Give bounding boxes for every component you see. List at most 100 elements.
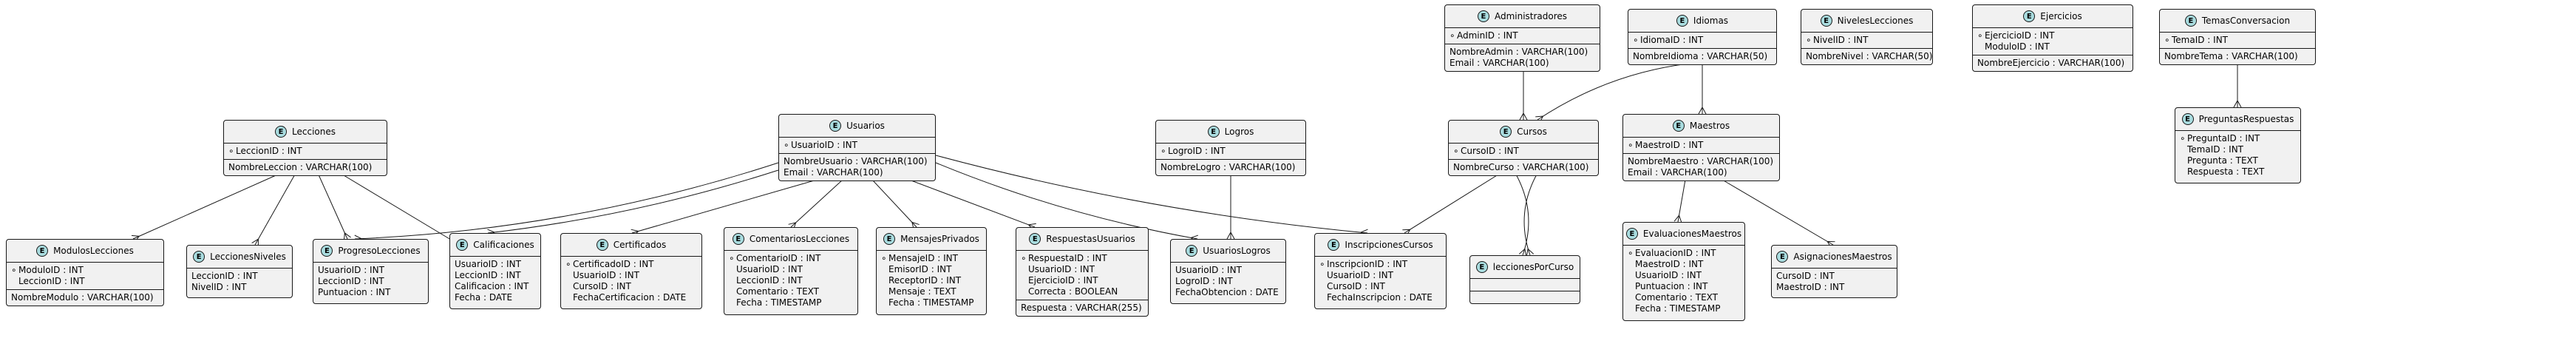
entity-key-attribute: LeccionID : INT bbox=[11, 276, 159, 287]
entity-icon: E bbox=[1625, 228, 1638, 240]
attribute-text: ModuloID : INT bbox=[1985, 41, 2050, 52]
entity-attribute-section: NombreEjercicio : VARCHAR(100) bbox=[1973, 55, 2132, 71]
entity-key-section: ∘IdiomaID : INT bbox=[1628, 33, 1776, 48]
entity-attribute: UsuarioID : INT bbox=[318, 265, 384, 275]
attribute-text: InscripcionID : INT bbox=[1327, 259, 1408, 269]
entity-key-attribute: ∘UsuarioID : INT bbox=[784, 140, 931, 151]
relation-usuarios-progresolecciones bbox=[354, 162, 779, 240]
attribute-text: Fecha : TIMESTAMP bbox=[736, 297, 822, 308]
entity-attribute-section: NombreTema : VARCHAR(100) bbox=[2160, 48, 2315, 64]
entity-key-attribute: UsuarioID : INT bbox=[565, 270, 697, 281]
attribute-text: CursoID : INT bbox=[1461, 146, 1519, 156]
entity-key-attribute: FechaCertificacion : DATE bbox=[565, 292, 697, 303]
key-marker-icon: ∘ bbox=[1977, 30, 1983, 41]
key-marker-icon: ∘ bbox=[565, 259, 571, 269]
entity-key-section: ∘MaestroID : INT bbox=[1623, 138, 1779, 153]
entity-title: NivelesLecciones bbox=[1837, 16, 1914, 26]
entity-icon: E bbox=[275, 126, 288, 138]
entity-attribute: UsuarioID : INT bbox=[1175, 265, 1242, 275]
entity-icon: E bbox=[2181, 113, 2194, 125]
attribute-text: EjercicioID : INT bbox=[1028, 275, 1098, 286]
attribute-text: ComentarioID : INT bbox=[736, 253, 821, 263]
entity-icon: E bbox=[193, 251, 205, 263]
entity-icon: E bbox=[732, 233, 744, 245]
entity-key-attribute: CursoID : INT bbox=[565, 281, 697, 292]
entity-attribute: NombreLeccion : VARCHAR(100) bbox=[228, 162, 373, 172]
entity-attribute-section: NombreMaestro : VARCHAR(100)Email : VARC… bbox=[1623, 153, 1779, 180]
attribute-text: CursoID : INT bbox=[573, 281, 631, 291]
key-marker-icon: ∘ bbox=[1633, 35, 1639, 45]
entity-title: ComentariosLecciones bbox=[749, 234, 850, 244]
entity-key-attribute: UsuarioID : INT bbox=[1021, 264, 1143, 275]
entity-title: Certificados bbox=[613, 240, 667, 250]
entity-key-attribute: ∘LogroID : INT bbox=[1160, 146, 1301, 157]
entity-key-section: ∘TemaID : INT bbox=[2160, 33, 2315, 48]
entity-key-attribute: ∘EjercicioID : INT bbox=[1977, 30, 2128, 41]
relation-lecciones-progresolecciones bbox=[317, 172, 348, 240]
entity-attribute: Email : VARCHAR(100) bbox=[1628, 167, 1727, 178]
entity-title: InscripcionesCursos bbox=[1345, 240, 1433, 250]
relation-cursos-inscripcionescursos bbox=[1404, 172, 1501, 234]
attribute-text: MaestroID : INT bbox=[1635, 140, 1704, 150]
attribute-text: Pregunta : TEXT bbox=[2187, 155, 2258, 166]
entity-attribute-section: NombreAdmin : VARCHAR(100)Email : VARCHA… bbox=[1445, 44, 1600, 71]
entity-attribute: NombreUsuario : VARCHAR(100) bbox=[784, 156, 928, 166]
entity-icon: E bbox=[2023, 10, 2036, 22]
relation-usuarios-calificaciones bbox=[487, 169, 779, 234]
attribute-text: Correcta : BOOLEAN bbox=[1028, 286, 1118, 297]
entity-icon: E bbox=[1186, 245, 1198, 257]
entity-key-section bbox=[1470, 279, 1580, 291]
entity-title: Administradores bbox=[1494, 11, 1568, 21]
entity-title: Cursos bbox=[1517, 126, 1547, 137]
attribute-text: Fecha : TIMESTAMP bbox=[1635, 303, 1721, 314]
crowfoot-usuarioslogros bbox=[1226, 231, 1235, 240]
entity-key-attribute: Fecha : TIMESTAMP bbox=[1628, 303, 1740, 314]
entity-key-attribute: UsuarioID : INT bbox=[729, 264, 853, 275]
entity-key-attribute: ∘MaestroID : INT bbox=[1628, 140, 1775, 151]
entity-key-attribute: CursoID : INT bbox=[1319, 281, 1441, 292]
entity-attribute: NombreMaestro : VARCHAR(100) bbox=[1628, 156, 1774, 166]
entity-key-attribute: TemaID : INT bbox=[2180, 144, 2296, 155]
entity-key-attribute: EmisorID : INT bbox=[881, 264, 982, 275]
key-marker-icon: ∘ bbox=[1450, 30, 1455, 41]
entity-attribute: Email : VARCHAR(100) bbox=[1450, 58, 1549, 68]
entity-attribute: NombreAdmin : VARCHAR(100) bbox=[1450, 47, 1588, 57]
attribute-text: CursoID : INT bbox=[1327, 281, 1385, 291]
entity-icon: E bbox=[1475, 261, 1488, 273]
relation-usuarios-comentarioslecciones bbox=[790, 179, 843, 228]
entity-title: MensajesPrivados bbox=[900, 234, 979, 244]
entity-attribute-section: NombreNivel : VARCHAR(50) bbox=[1801, 48, 1932, 64]
entity-attribute-section bbox=[1470, 291, 1580, 303]
entity-attribute: Puntuacion : INT bbox=[318, 287, 391, 297]
